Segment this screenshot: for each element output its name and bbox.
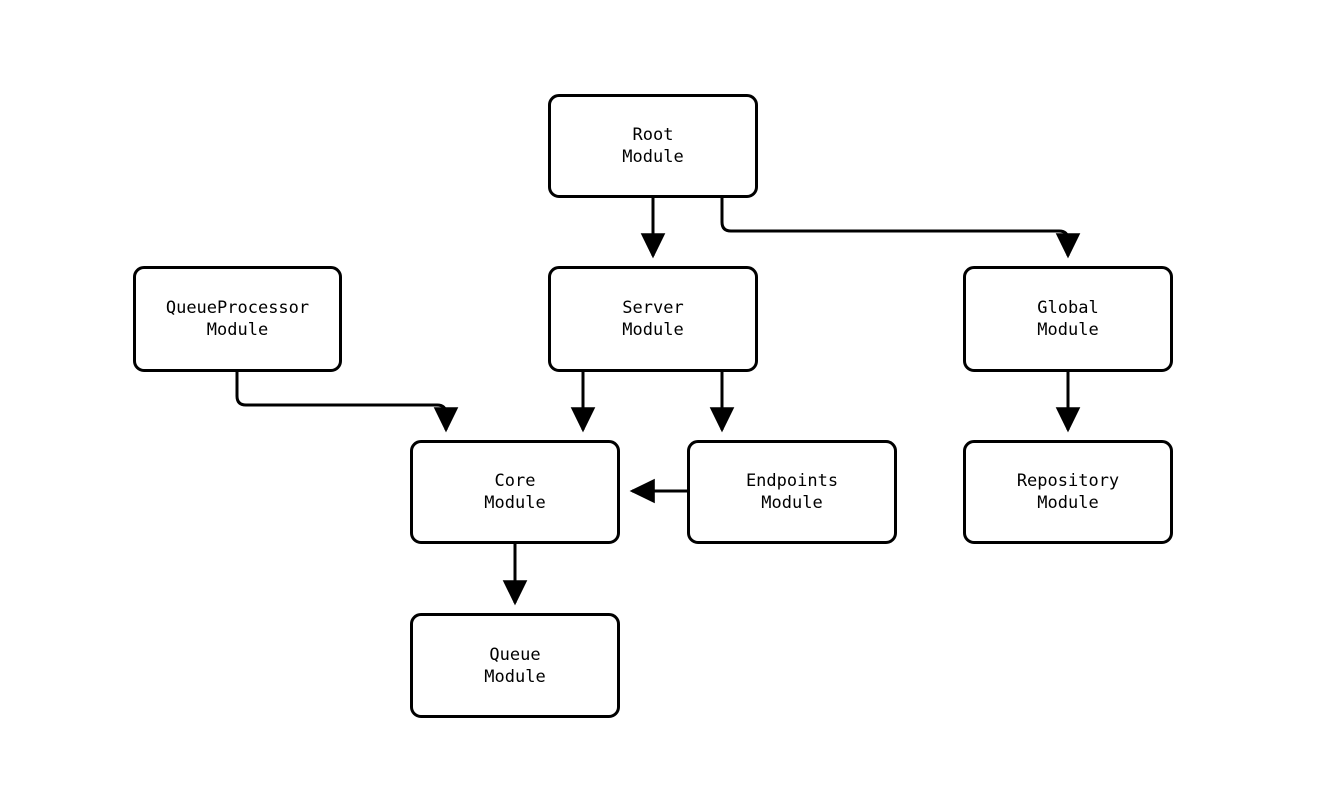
node-server-label: Server Module (622, 298, 684, 340)
node-queueprocessor[interactable]: QueueProcessor Module (133, 266, 342, 372)
node-queueprocessor-label: QueueProcessor Module (165, 298, 310, 340)
node-server[interactable]: Server Module (548, 266, 758, 372)
edge-group (235, 198, 1081, 606)
node-core-label: Core Module (484, 471, 546, 513)
node-root-label: Root Module (622, 125, 684, 167)
node-queue-label: Queue Module (484, 644, 546, 687)
node-endpoints-label: Endpoints Module (745, 471, 839, 513)
node-root[interactable]: Root Module (548, 94, 758, 198)
node-repository[interactable]: Repository Module (963, 440, 1173, 544)
edge-queueprocessor-to-core (235, 372, 459, 433)
node-global[interactable]: Global Module (963, 266, 1173, 372)
edge-root-to-global (720, 198, 1081, 259)
node-core[interactable]: Core Module (410, 440, 620, 544)
node-queue[interactable]: Queue Module (410, 613, 620, 718)
node-endpoints[interactable]: Endpoints Module (687, 440, 897, 544)
node-global-label: Global Module (1037, 298, 1099, 340)
node-repository-label: Repository Module (1016, 471, 1120, 513)
